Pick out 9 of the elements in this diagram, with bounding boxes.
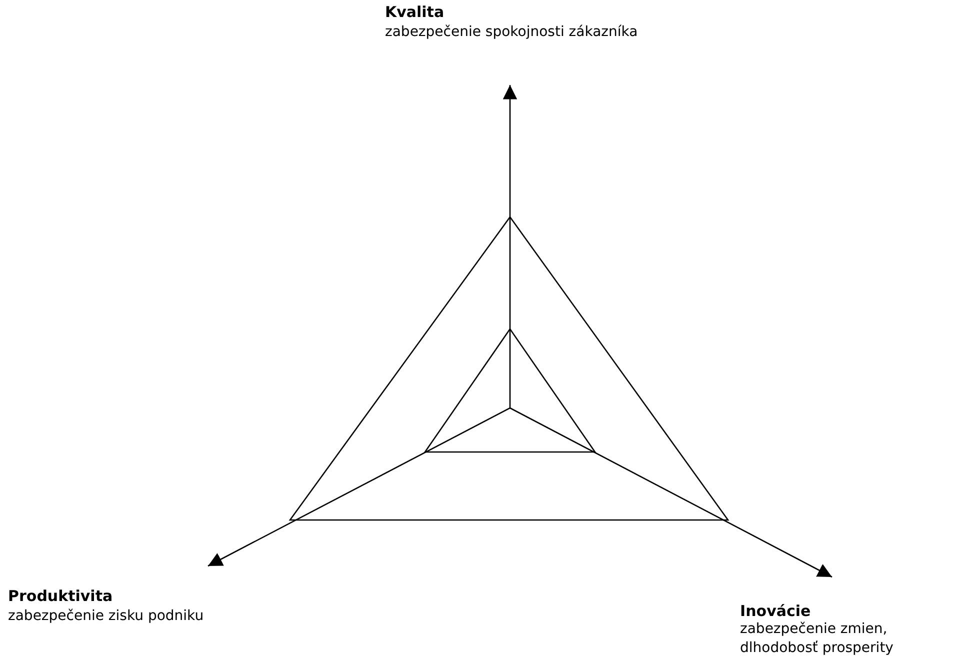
axis-title: Inovácie bbox=[740, 602, 811, 620]
axis-arrow bbox=[510, 407, 832, 578]
axis-title: Kvalita bbox=[385, 3, 444, 21]
axis-arrow bbox=[208, 407, 510, 567]
axis-description: zabezpečenie zisku podniku bbox=[8, 607, 204, 626]
axis-title: Produktivita bbox=[8, 587, 113, 605]
axis-arrow bbox=[502, 85, 518, 408]
axis-description: zabezpečenie spokojnosti zákazníka bbox=[385, 23, 638, 42]
axis-description: zabezpečenie zmien, dlhodobosť prosperity bbox=[740, 620, 894, 658]
